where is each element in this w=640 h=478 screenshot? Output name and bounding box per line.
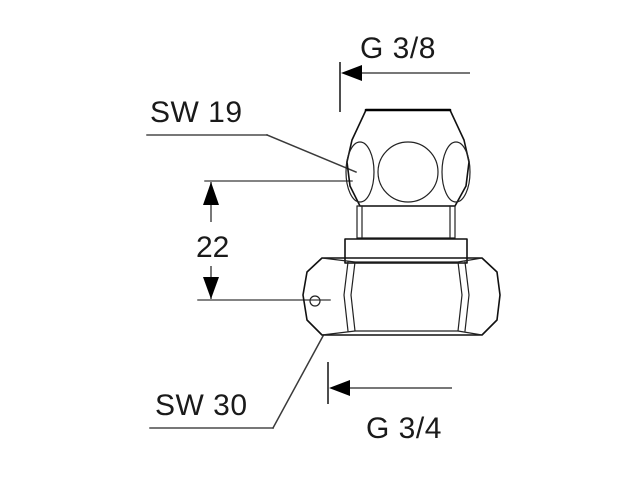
- dimension-22-label: 22: [196, 231, 229, 264]
- annotation-thread-top: G 3/8: [339, 32, 470, 112]
- thread-top-arrow-icon: [341, 65, 362, 81]
- wrench-top-leader-line: [266, 134, 357, 173]
- annotation-thread-bottom: G 3/4: [327, 362, 452, 445]
- upper-body-outline: [346, 109, 470, 207]
- neck-side-walls: [356, 205, 456, 239]
- hex-nut-right-facet: [464, 261, 470, 332]
- hex-nut-top-chamfer: [321, 257, 483, 263]
- left-port-ellipse: [345, 141, 375, 203]
- hex-nut-bottom-chamfer: [321, 330, 483, 336]
- thread-bottom-arrow-icon: [329, 380, 350, 396]
- annotation-dimension-22: 22: [196, 180, 353, 301]
- center-port-circle: [377, 141, 439, 203]
- thread-top-label: G 3/8: [360, 32, 436, 65]
- right-port-ellipse: [441, 141, 471, 203]
- vent-hole-circle: [309, 295, 321, 307]
- hex-nut-left-facet-inner: [350, 261, 356, 332]
- hex-nut-left-facet: [343, 261, 349, 332]
- wrench-top-label: SW 19: [150, 96, 243, 129]
- thread-bottom-label: G 3/4: [366, 412, 442, 445]
- annotation-wrench-top: SW 19: [146, 96, 357, 173]
- wrench-bottom-label: SW 30: [155, 389, 248, 422]
- part-geometry: [302, 108, 501, 336]
- annotation-wrench-bottom: SW 30: [149, 334, 325, 430]
- wrench-bottom-leader-line: [271, 334, 325, 430]
- hex-nut-outline: [302, 257, 501, 336]
- collar-flange: [344, 238, 468, 264]
- hex-nut-right-facet-inner: [457, 261, 463, 332]
- dimension-22-arrow-down-icon: [203, 277, 219, 299]
- dimension-22-arrow-up-icon: [203, 182, 219, 205]
